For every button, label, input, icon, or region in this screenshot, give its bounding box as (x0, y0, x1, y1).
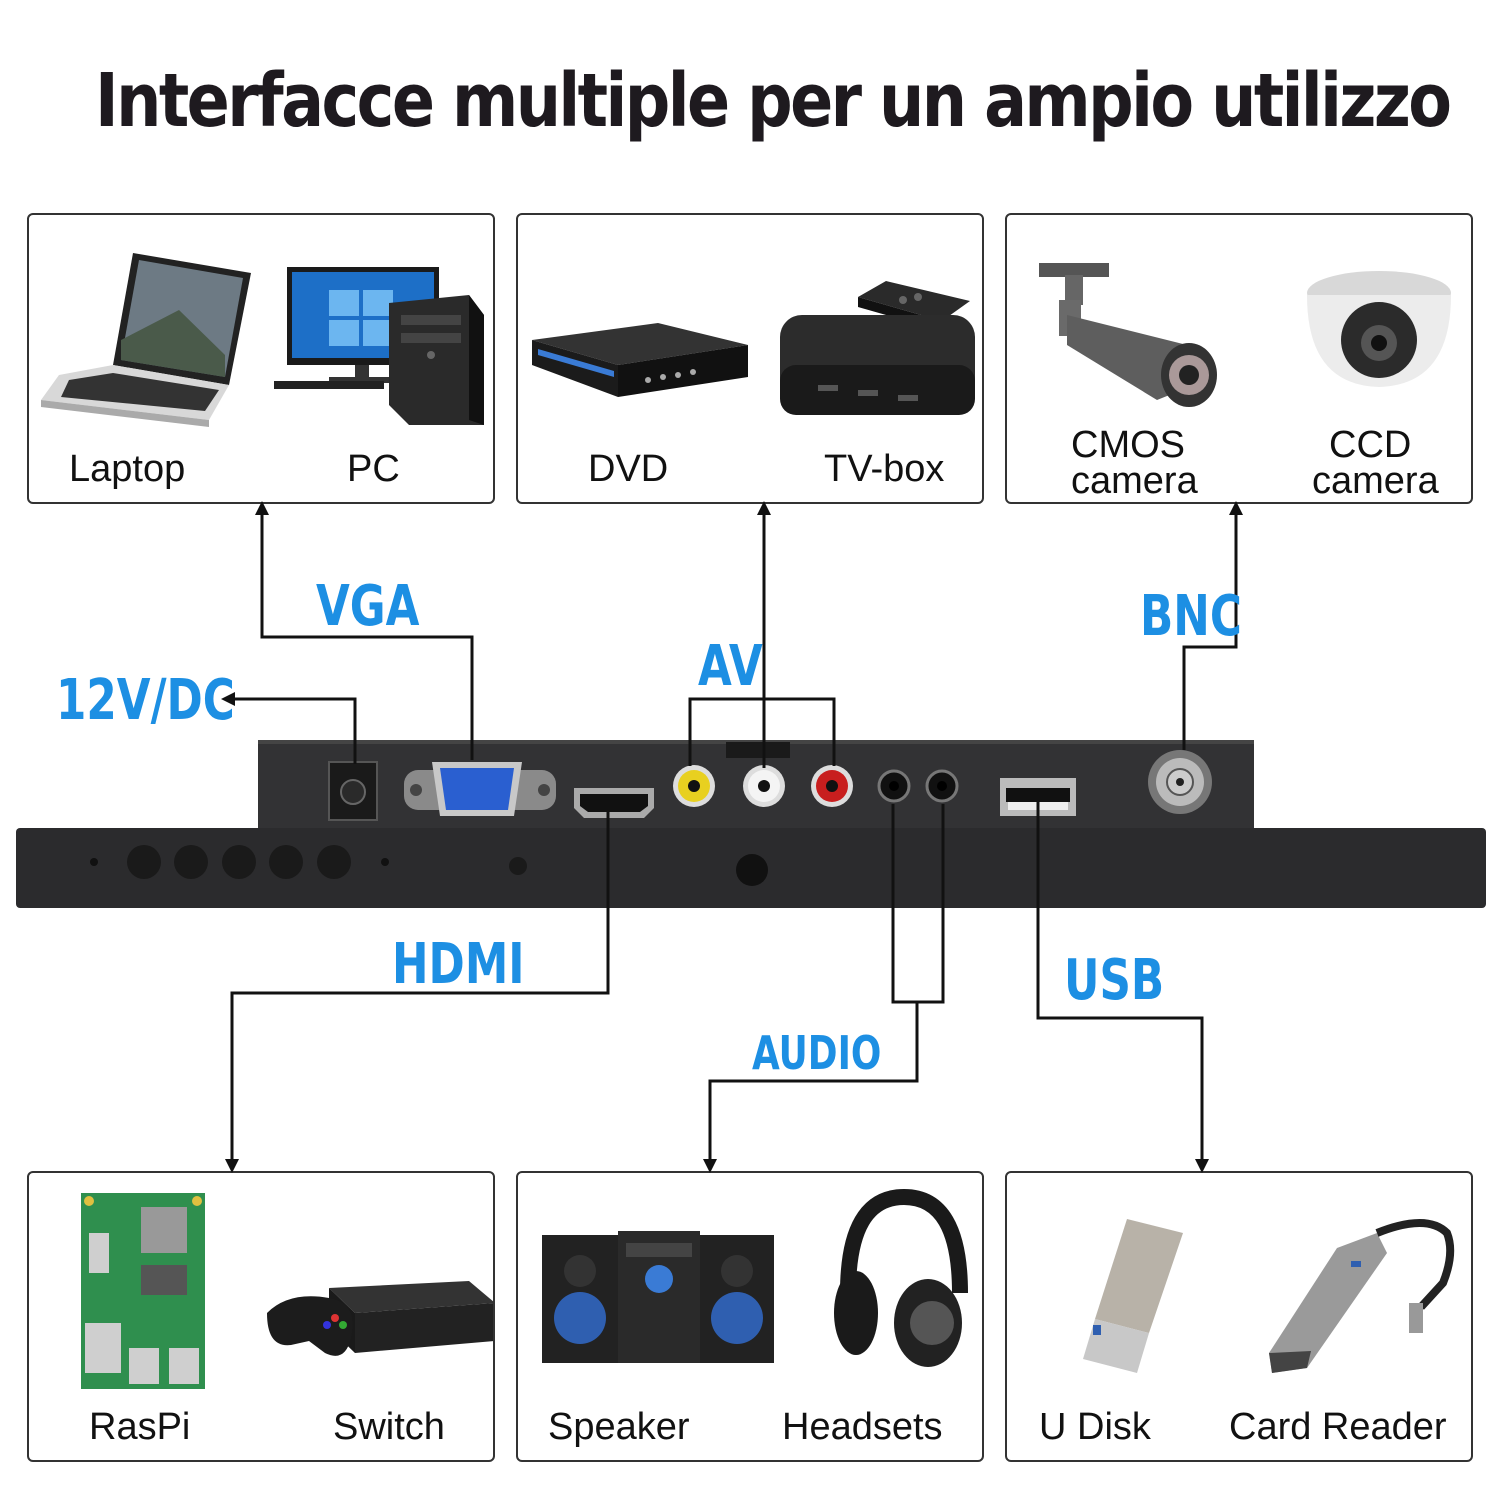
udisk-icon (1083, 1219, 1183, 1373)
speaker-icon (542, 1231, 774, 1363)
label-ccd-line1: CCD (1329, 424, 1412, 466)
port-label-av: AV (698, 634, 763, 699)
hdmi-port (574, 788, 654, 818)
audio-jack-2 (925, 769, 959, 803)
pc-tower-icon (389, 295, 484, 425)
camera-illustration (1039, 263, 1451, 407)
label-laptop: Laptop (69, 448, 186, 490)
label-udisk: U Disk (1039, 1406, 1151, 1448)
label-headsets: Headsets (782, 1406, 943, 1448)
ccd-camera-icon (1307, 271, 1451, 387)
label-raspi: RasPi (89, 1406, 191, 1448)
bnc-port (1148, 750, 1212, 814)
button-5 (317, 845, 351, 879)
laptop-icon (41, 253, 251, 427)
port-label-usb: USB (1064, 948, 1165, 1013)
box-av-devices: DVD TV-box (516, 213, 984, 504)
speaker-headset-illustration (542, 1188, 968, 1367)
screw (509, 857, 527, 875)
label-dvd: DVD (588, 448, 669, 490)
port-label-audio: AUDIO (752, 1026, 882, 1080)
udisk-cardreader-illustration (1083, 1219, 1455, 1373)
mount-hole (736, 854, 768, 886)
dvd-player-icon (532, 323, 748, 397)
button-3 (222, 845, 256, 879)
box-vga-devices: Laptop PC (27, 213, 495, 504)
label-ccd-line2: camera (1312, 460, 1439, 502)
dvd-tvbox-illustration (532, 281, 975, 415)
box-usb-devices: U Disk Card Reader (1005, 1171, 1473, 1462)
av-yellow-port (673, 765, 715, 807)
label-card-reader: Card Reader (1229, 1406, 1447, 1448)
vga-port (404, 762, 556, 816)
button-4 (269, 845, 303, 879)
raspi-board-icon (81, 1193, 205, 1389)
label-cmos-line1: CMOS (1071, 424, 1185, 466)
box-audio-devices: Speaker Headsets (516, 1171, 984, 1462)
label-switch: Switch (333, 1406, 445, 1448)
audio-jack-1 (877, 769, 911, 803)
button-2 (174, 845, 208, 879)
button-1 (127, 845, 161, 879)
av-white-port (743, 765, 785, 807)
port-label-bnc: BNC (1140, 584, 1242, 649)
label-speaker: Speaker (548, 1406, 690, 1448)
port-label-hdmi: HDMI (392, 932, 525, 997)
port-label-vga: VGA (316, 574, 420, 639)
page-title: Interfacce multiple per un ampio utilizz… (95, 58, 1452, 144)
headset-icon (834, 1188, 968, 1367)
raspi-switch-illustration (81, 1193, 493, 1389)
laptop-pc-illustration (41, 253, 484, 427)
label-tvbox: TV-box (824, 448, 945, 490)
tvbox-icon (780, 315, 975, 415)
port-label-dc: 12V/DC (56, 668, 235, 733)
label-cmos-line2: camera (1071, 460, 1198, 502)
switch-console-icon (267, 1281, 493, 1356)
box-bnc-devices: CMOS camera CCD camera (1005, 213, 1473, 504)
label-pc: PC (347, 448, 400, 490)
av-red-port (811, 765, 853, 807)
cmos-camera-icon (1039, 263, 1217, 407)
card-reader-icon (1269, 1219, 1455, 1373)
indicator-dot (90, 858, 98, 866)
box-hdmi-devices: RasPi Switch (27, 1171, 495, 1462)
connector-lines (221, 501, 1243, 1173)
